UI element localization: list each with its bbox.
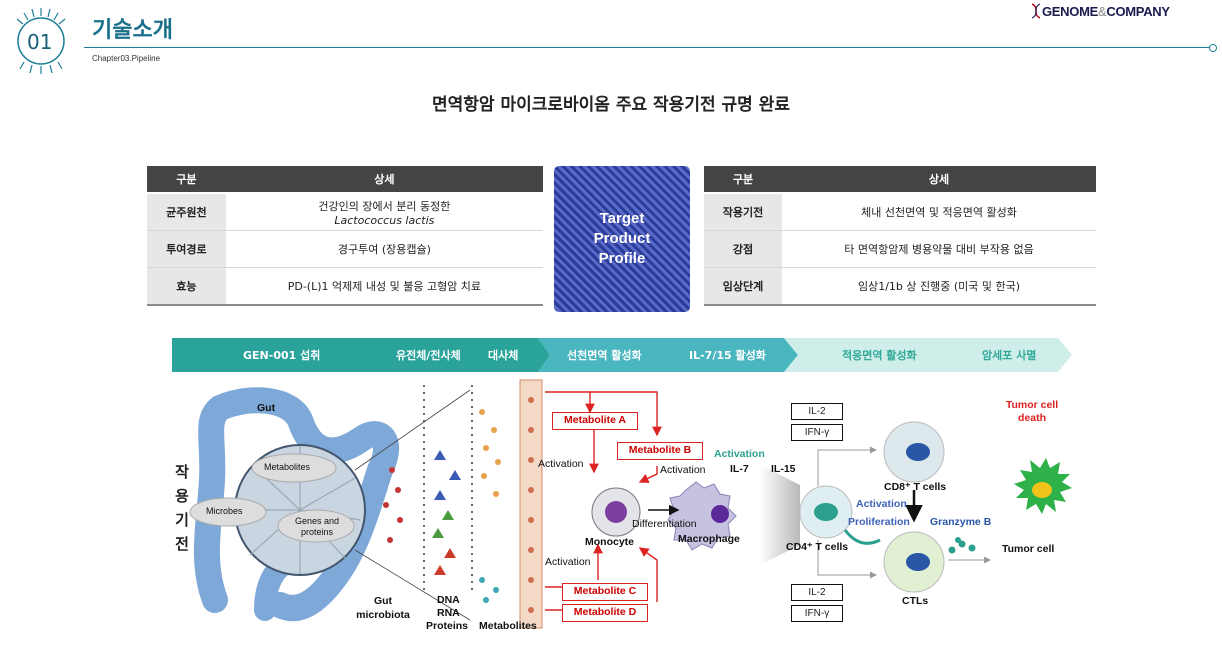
section-number: 01 <box>27 30 52 54</box>
header-divider <box>84 47 1212 48</box>
table-row: 효능 PD-(L)1 억제제 내성 및 불응 고형암 치료 <box>147 268 543 306</box>
metabolite-d-box: Metabolite D <box>562 604 648 622</box>
side-label: 작 용 기 전 <box>174 460 190 556</box>
table-row: 투여경로 경구투여 (장용캡슐) <box>147 231 543 268</box>
activation-label: Activation <box>545 556 591 568</box>
side-char: 전 <box>174 532 190 556</box>
table-header-detail: 상세 <box>226 166 543 193</box>
row-value: 체내 선천면역 및 적응면역 활성화 <box>782 193 1096 231</box>
microbes-label: Microbes <box>206 506 243 516</box>
stage-label: 유전체/전사체 <box>396 347 461 363</box>
row-key: 투여경로 <box>147 231 226 268</box>
macrophage-label: Macrophage <box>678 533 740 545</box>
cd4-label: CD4⁺ T cells <box>786 541 848 553</box>
stage-label: 적응면역 활성화 <box>842 347 917 363</box>
table-row: 작용기전 체내 선천면역 및 적응면역 활성화 <box>704 193 1096 231</box>
stage-label: 선천면역 활성화 <box>567 347 642 363</box>
row-key: 균주원천 <box>147 193 226 231</box>
tpp-line: Target <box>600 210 645 227</box>
tpp-line: Product <box>594 230 651 247</box>
proteins-label: Proteins <box>426 620 468 632</box>
il15-label: IL-15 <box>771 463 796 475</box>
activation-label: Activation <box>538 458 584 470</box>
table-header-category: 구분 <box>147 166 226 193</box>
granzyme-label: Granzyme B <box>930 516 991 528</box>
side-char: 용 <box>174 484 190 508</box>
row-key: 강점 <box>704 231 782 268</box>
side-char: 작 <box>174 460 190 484</box>
dna-label: DNA <box>437 594 460 606</box>
metabolite-b-box: Metabolite B <box>617 442 703 460</box>
activation-label: Activation <box>660 464 706 476</box>
gut-microbiota-label: Gut microbiota <box>353 594 413 622</box>
logo-text-right: COMPANY <box>1106 4 1169 19</box>
strain-name: Lactococcus lactis <box>230 214 539 227</box>
metabolite-a-box: Metabolite A <box>552 412 638 430</box>
row-value: 임상1/1b 상 진행중 (미국 및 한국) <box>782 268 1096 306</box>
activation-t-label: Activation <box>856 498 907 510</box>
tumor-cell-label: Tumor cell <box>1002 543 1054 555</box>
il2-box: IL-2 <box>791 403 843 420</box>
page-headline: 면역항암 마이크로바이옴 주요 작용기전 규명 완료 <box>0 90 1222 115</box>
table-row: 임상단계 임상1/1b 상 진행중 (미국 및 한국) <box>704 268 1096 306</box>
metabolites-column-label: Metabolites <box>479 620 537 632</box>
company-logo: GENOME&COMPANY <box>1030 3 1170 19</box>
il7-label: IL-7 <box>730 463 749 475</box>
table-header-category: 구분 <box>704 166 782 193</box>
row-key: 작용기전 <box>704 193 782 231</box>
il2-box: IL-2 <box>791 584 843 601</box>
stage-label: 대사체 <box>488 347 518 363</box>
differentiation-label: Differentiation <box>632 518 697 530</box>
section-title: 기술소개 <box>92 12 173 44</box>
genes-proteins-label: Genes and proteins <box>291 516 343 538</box>
activation-il-label: Activation <box>714 448 765 460</box>
metabolite-c-box: Metabolite C <box>562 583 648 601</box>
divider-end-dot <box>1209 44 1217 52</box>
ifn-box: IFN-γ <box>791 605 843 622</box>
row-value-text: 건강인의 장에서 분리 동정한 <box>318 200 450 213</box>
stage-label: GEN-001 섭취 <box>243 347 320 363</box>
table-row: 강점 타 면역항암제 병용약물 대비 부작용 없음 <box>704 231 1096 268</box>
ctls-label: CTLs <box>902 595 928 607</box>
logo-text-left: GENOME <box>1042 4 1098 19</box>
monocyte-label: Monocyte <box>585 536 634 548</box>
proliferation-label: Proliferation <box>848 516 910 528</box>
side-char: 기 <box>174 508 190 532</box>
row-value: 경구투여 (장용캡슐) <box>226 231 543 268</box>
row-key: 임상단계 <box>704 268 782 306</box>
chapter-label: Chapter03.Pipeline <box>92 54 160 63</box>
row-value: PD-(L)1 억제제 내성 및 불응 고형암 치료 <box>226 268 543 306</box>
metabolites-label: Metabolites <box>264 462 310 472</box>
gut-label: Gut <box>257 402 275 414</box>
ifn-box: IFN-γ <box>791 424 843 441</box>
rna-label: RNA <box>437 607 460 619</box>
cd8-label: CD8⁺ T cells <box>884 481 946 493</box>
tpp-line: Profile <box>599 250 646 267</box>
stage-label: 암세포 사멸 <box>982 347 1036 363</box>
tumor-death-label: Tumor cell death <box>1002 399 1062 425</box>
row-value: 타 면역항암제 병용약물 대비 부작용 없음 <box>782 231 1096 268</box>
dna-icon <box>1030 3 1042 19</box>
table-header-detail: 상세 <box>782 166 1096 193</box>
stage-label: IL-7/15 활성화 <box>689 347 766 363</box>
row-key: 효능 <box>147 268 226 306</box>
epithelium-column <box>520 380 542 628</box>
right-profile-table: 구분 상세 작용기전 체내 선천면역 및 적응면역 활성화 강점 타 면역항암제… <box>704 166 1096 306</box>
